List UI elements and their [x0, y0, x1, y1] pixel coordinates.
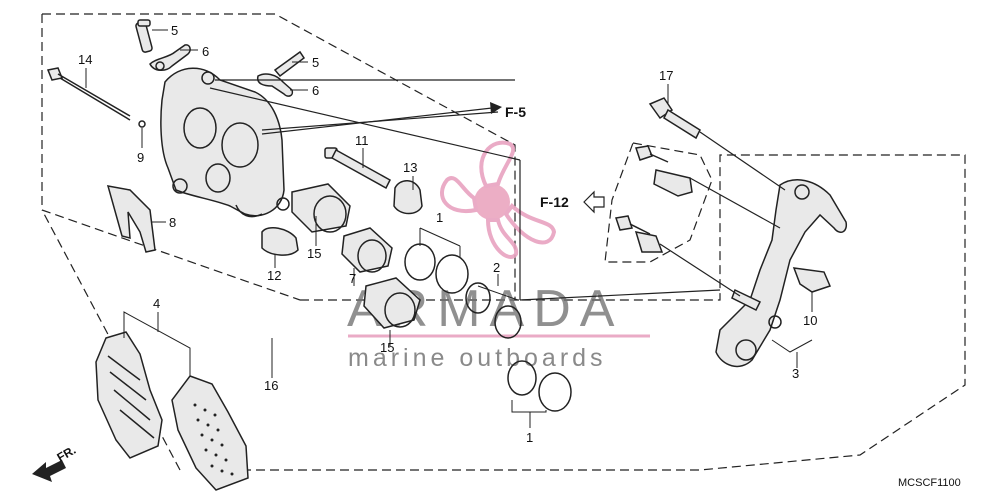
pin-boot	[393, 180, 423, 215]
bracket-bolt-upper	[635, 145, 669, 163]
bleeder-screw-side	[273, 50, 306, 78]
front-direction-arrow	[32, 460, 66, 482]
bleeder-cap-side	[256, 73, 294, 97]
callout-labels: 5 6 5 6 14 9 8 11 13 1 2 15 12 7 15 4 16…	[78, 23, 817, 445]
piston-medium	[341, 227, 393, 273]
callout-8: 8	[169, 215, 176, 230]
bracket-clip	[634, 231, 664, 253]
brake-pad-rear	[171, 375, 249, 491]
logo-blade-left	[440, 176, 479, 214]
bleeder-cap-upper	[149, 44, 191, 71]
mounting-bolt	[648, 97, 701, 140]
bracket-pad-retainer	[792, 267, 832, 293]
pad-pin	[46, 67, 131, 121]
guide-lines	[209, 79, 786, 301]
callout-10: 10	[803, 313, 817, 328]
leader-lines	[85, 29, 813, 428]
piston-large	[291, 183, 351, 233]
propeller-logo	[440, 140, 557, 259]
bleeder-screw-upper	[135, 19, 153, 53]
callout-1-lower: 1	[526, 430, 533, 445]
brake-pad-front	[95, 331, 163, 459]
caliper-bracket	[715, 179, 848, 368]
slide-boot	[261, 226, 299, 256]
callout-16: 16	[264, 378, 278, 393]
callout-14: 14	[78, 52, 92, 67]
logo-blade-right	[503, 203, 557, 245]
logo-blade-bottom	[485, 218, 519, 259]
reference-f5-label: F-5	[505, 104, 526, 120]
reference-f12-label: F-12	[540, 194, 569, 210]
slide-pin	[324, 147, 391, 190]
bracket-bolt-lower	[615, 215, 651, 235]
reference-arrow-f12-icon	[583, 190, 605, 214]
pin-clip	[138, 120, 146, 128]
caliper-body	[160, 67, 290, 218]
piston-seal-set-lower	[507, 360, 572, 412]
logo-hub	[474, 184, 510, 220]
callout-6-upper: 6	[202, 44, 209, 59]
front-direction-label: FR.	[55, 443, 79, 465]
diagram-code: MCSCF1100	[898, 477, 961, 489]
callout-7: 7	[349, 271, 356, 286]
logo-blade-top	[479, 140, 516, 189]
callout-11: 11	[355, 133, 369, 148]
callout-4: 4	[153, 296, 160, 311]
callout-6-side: 6	[312, 83, 319, 98]
reference-arrow-f5	[261, 102, 502, 135]
callout-3: 3	[792, 366, 799, 381]
piston-seal-set-middle	[465, 282, 522, 339]
watermark-subtitle: marine outboards	[348, 344, 607, 372]
callout-15-lower: 15	[380, 340, 394, 355]
armada-watermark: ARMADA marine outboards	[347, 140, 650, 372]
callout-5-upper: 5	[171, 23, 178, 38]
callout-1-upper: 1	[436, 210, 443, 225]
callout-9: 9	[137, 150, 144, 165]
piston-lower	[363, 277, 421, 329]
callout-13: 13	[403, 160, 417, 175]
callout-12: 12	[267, 268, 281, 283]
callout-5-side: 5	[312, 55, 319, 70]
pad-spring	[106, 185, 156, 253]
callout-2: 2	[493, 260, 500, 275]
callout-17: 17	[659, 68, 673, 83]
callout-15-upper: 15	[307, 246, 321, 261]
bracket-plate	[653, 169, 693, 197]
